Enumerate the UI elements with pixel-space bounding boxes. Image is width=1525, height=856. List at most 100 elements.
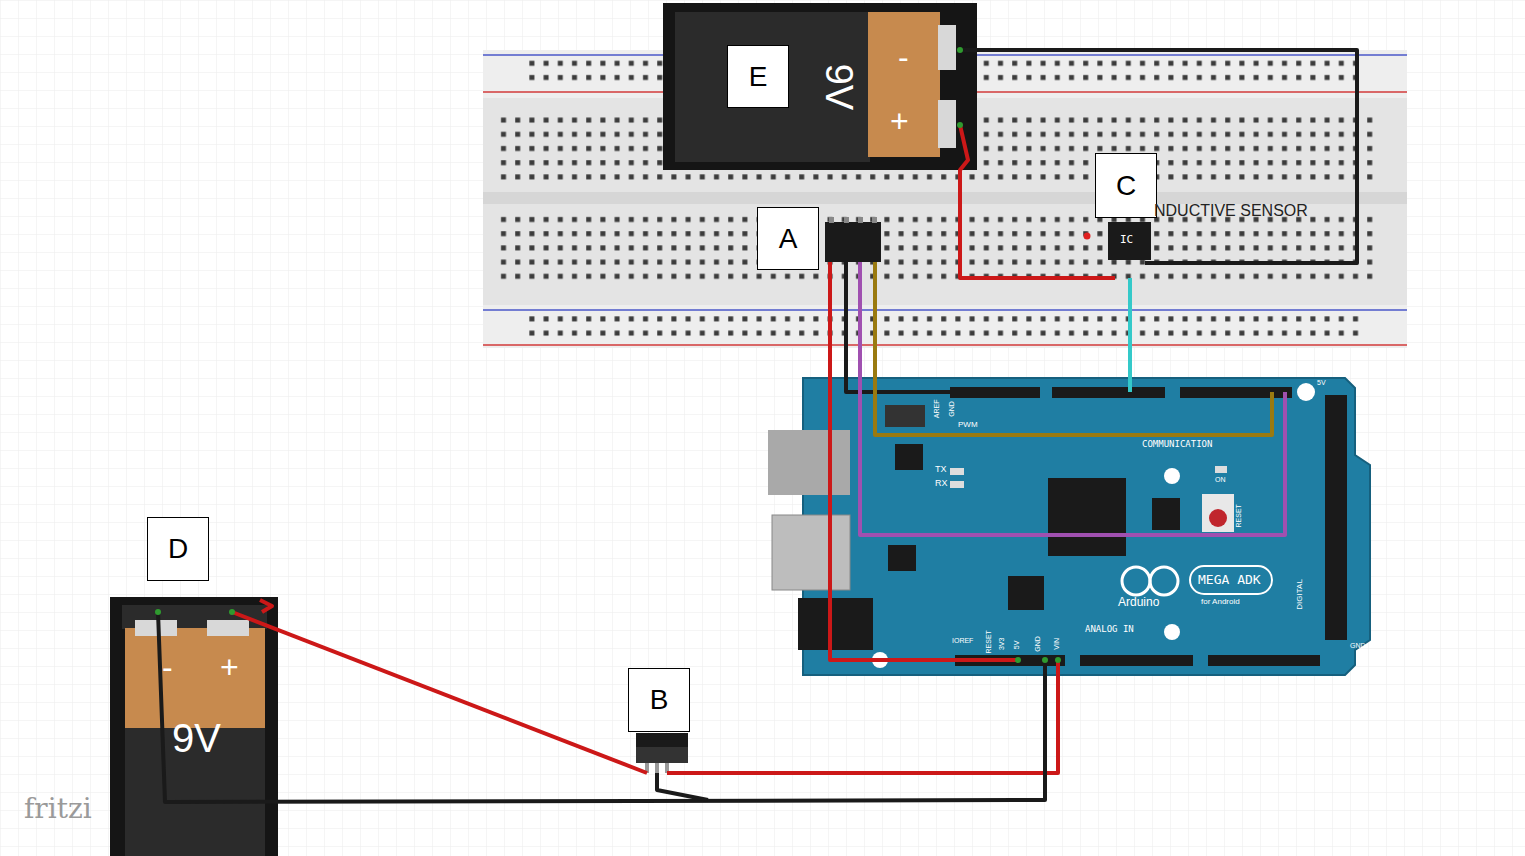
battery-e [663, 3, 977, 170]
arduino-board [798, 598, 873, 650]
chip-a [844, 217, 849, 223]
arduino-board [1209, 509, 1227, 527]
battery-d [125, 628, 265, 728]
battery-e [663, 3, 977, 170]
arduino-board [768, 430, 850, 495]
battery-e [675, 12, 870, 162]
wires [875, 262, 1272, 435]
wire-ends [1055, 657, 1061, 663]
voltage-regulator [636, 733, 688, 747]
pin-label: GND [1034, 636, 1042, 652]
arduino-board [950, 481, 964, 488]
board-text: PWM [958, 421, 978, 430]
wires [232, 612, 647, 773]
voltage-regulator [636, 747, 688, 763]
pin-label: VIN [1053, 638, 1061, 650]
wires [158, 50, 1357, 802]
wires [158, 612, 1045, 802]
board-text: ANALOG IN [1085, 625, 1134, 635]
battery-e [938, 25, 956, 70]
battery-d [110, 597, 278, 856]
arduino-board [885, 405, 925, 427]
chip-a [825, 217, 881, 262]
callout-letter: C [1116, 170, 1136, 202]
wires [860, 262, 1285, 535]
arduino-board [1164, 624, 1180, 640]
arduino-board [1297, 383, 1315, 401]
arduino-board [1208, 655, 1320, 666]
battery-d [110, 597, 278, 856]
arduino-board [888, 545, 916, 571]
wires [657, 773, 708, 800]
arduino-board [1052, 387, 1165, 398]
battery-e [938, 100, 956, 148]
wire-ends [1015, 657, 1021, 663]
board-text: Arduino [1118, 596, 1159, 609]
arduino-board [950, 468, 964, 475]
arduino-board [1008, 576, 1044, 610]
wire-ends [957, 122, 963, 128]
breadboard [500, 213, 1380, 285]
arduino-board [1152, 498, 1180, 530]
pin-label: GND [1350, 642, 1366, 650]
arduino-board [1202, 494, 1234, 532]
callout-box: D [147, 517, 209, 581]
chip-a [825, 222, 881, 262]
wires [1128, 278, 1132, 392]
callout-letter: B [650, 684, 669, 716]
board-text: DIGITAL [1296, 579, 1305, 610]
terminal-sign: - [898, 40, 909, 75]
callout-box: E [727, 45, 789, 108]
breadboard [483, 305, 1407, 348]
arduino-board [1048, 478, 1126, 556]
arduino-board [1190, 566, 1272, 594]
breadboard [483, 309, 1407, 311]
inductive-sensor-chip [1108, 222, 1151, 260]
battery-d [135, 620, 177, 636]
board-text: ON [1215, 476, 1226, 484]
wires [667, 660, 1058, 773]
pin-label: RESET [985, 630, 993, 653]
board-text: COMMUNICATION [1142, 440, 1212, 450]
arduino-board [1150, 567, 1178, 595]
chip-a [858, 217, 863, 223]
board-text: RESET [1235, 504, 1243, 527]
callout-box: A [757, 207, 819, 270]
callout-box: C [1095, 153, 1157, 218]
wires [260, 600, 272, 612]
arduino-board [950, 387, 1040, 398]
board-text: MEGA ADK [1198, 573, 1261, 587]
terminal-sign: + [890, 104, 909, 139]
arduino-board [1215, 466, 1227, 473]
callout-box: B [628, 668, 690, 732]
breadboard [483, 344, 1407, 346]
board-text: for Android [1201, 598, 1240, 607]
watermark: fritzi [24, 794, 92, 825]
breadboard [1084, 233, 1091, 240]
wire-ends [957, 47, 963, 53]
pin-label: AREF [933, 400, 941, 419]
callout-letter: A [779, 223, 798, 255]
battery-voltage: 9V [172, 716, 221, 760]
board-text: RX [935, 479, 948, 489]
voltage-regulator [655, 763, 659, 773]
wires [960, 50, 1357, 263]
wires [960, 125, 1115, 278]
arduino-board [1180, 387, 1292, 398]
arduino-board [772, 515, 850, 590]
chip-marking: IC [1120, 234, 1133, 246]
pin-label: IOREF [952, 637, 973, 645]
wire-ends [1042, 657, 1048, 663]
callout-letter: D [168, 533, 188, 565]
battery-e [868, 12, 940, 157]
voltage-regulator [636, 733, 688, 773]
pin-label: GND [948, 401, 956, 417]
pin-label: 5V [1317, 379, 1326, 387]
arduino-board [1080, 655, 1193, 666]
breadboard [528, 315, 1364, 343]
chip-a [829, 217, 834, 223]
arduino-board [895, 444, 923, 470]
chip-a [872, 217, 877, 223]
pin-label: 5V [1013, 641, 1021, 650]
